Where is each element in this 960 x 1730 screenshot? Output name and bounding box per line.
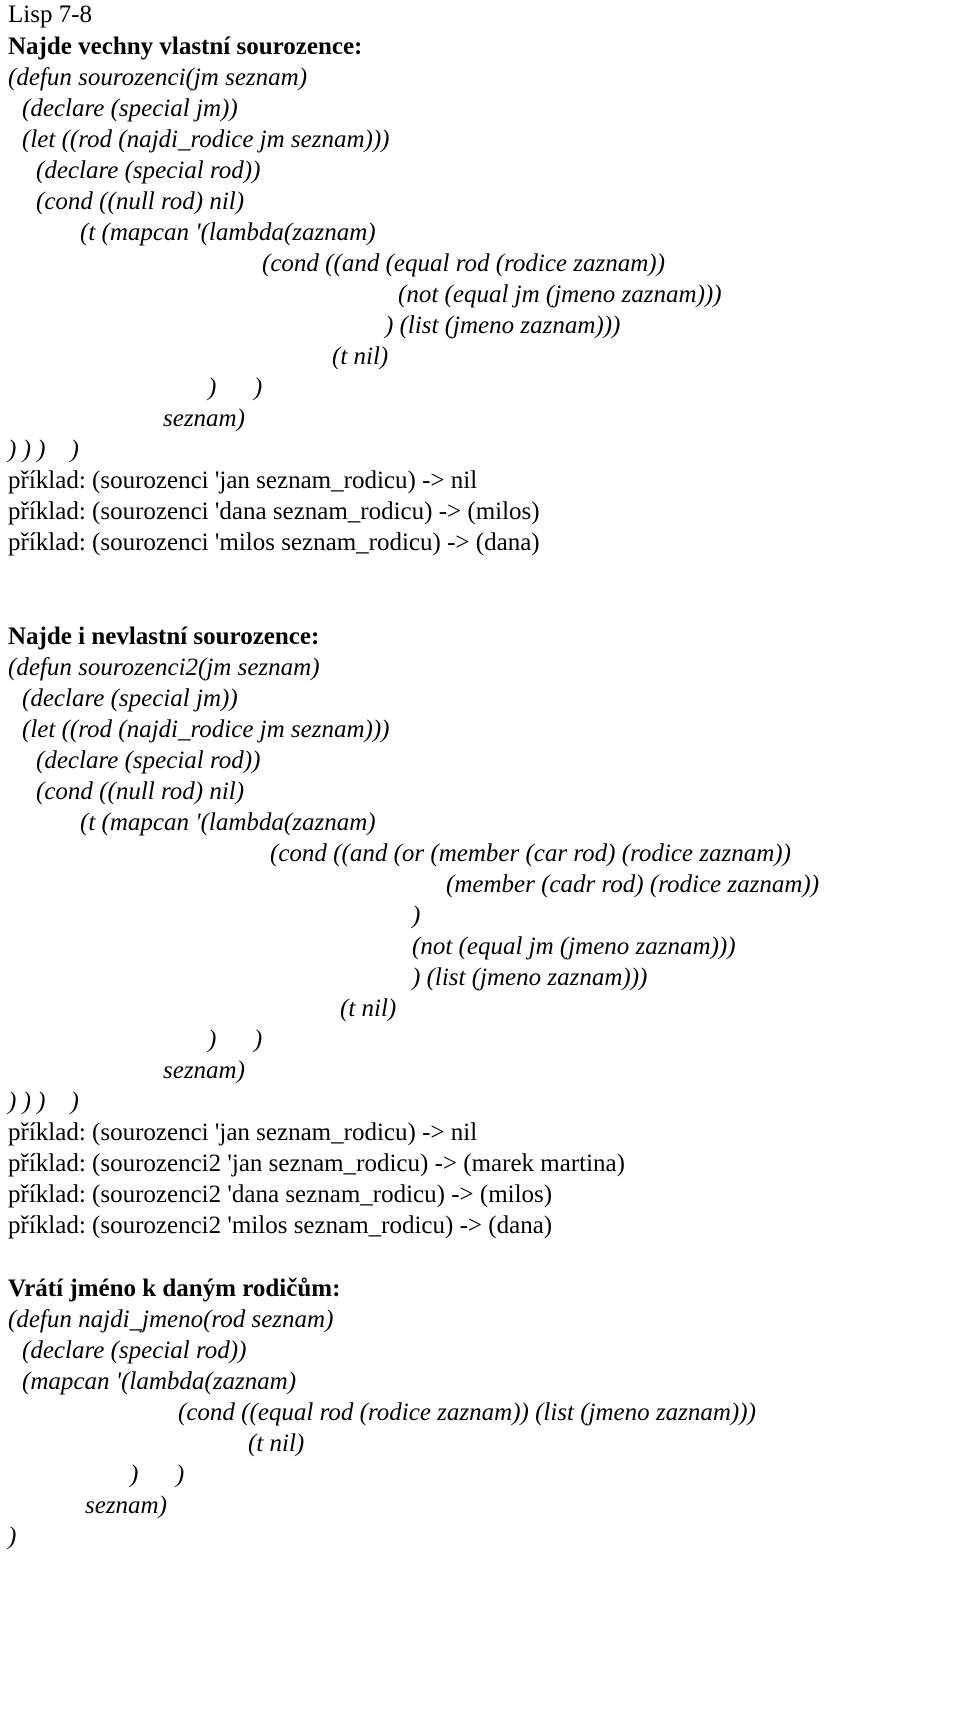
code-line: (t nil) [340, 995, 397, 1022]
code-line: seznam) [163, 405, 245, 432]
code-line: (declare (special rod)) [36, 747, 261, 774]
code-line: (cond ((null rod) nil) [36, 778, 245, 805]
code-line: ) [412, 902, 421, 929]
code-line: (declare (special rod)) [22, 1337, 247, 1364]
code-line: ) ) [130, 1461, 185, 1488]
code-line: (defun sourozenci(jm seznam) [8, 64, 308, 91]
code-line: (declare (special jm)) [22, 95, 238, 122]
example-line: příklad: (sourozenci 'milos seznam_rodic… [8, 529, 540, 556]
code-line: (declare (special jm)) [22, 685, 238, 712]
code-line: ) (list (jmeno zaznam))) [385, 312, 621, 339]
code-line: (declare (special rod)) [36, 157, 261, 184]
code-line: (cond ((and (equal rod (rodice zaznam)) [262, 250, 665, 277]
code-line: (cond ((equal rod (rodice zaznam)) (list… [178, 1399, 756, 1426]
code-line: (t (mapcan '(lambda(zaznam) [80, 219, 376, 246]
code-line: (not (equal jm (jmeno zaznam))) [412, 933, 736, 960]
code-line: seznam) [85, 1492, 167, 1519]
code-line: ) (list (jmeno zaznam))) [412, 964, 648, 991]
code-line: ) ) [208, 374, 263, 401]
example-line: příklad: (sourozenci 'jan seznam_rodicu)… [8, 1119, 478, 1146]
code-line: (not (equal jm (jmeno zaznam))) [398, 281, 722, 308]
code-line: ) ) ) ) [8, 1088, 79, 1115]
section-heading: Najde vechny vlastní sourozence: [8, 33, 363, 60]
code-line: ) ) ) ) [8, 436, 79, 463]
example-line: příklad: (sourozenci2 'jan seznam_rodicu… [8, 1150, 625, 1177]
code-line: (cond ((and (or (member (car rod) (rodic… [270, 840, 791, 867]
code-line: seznam) [163, 1057, 245, 1084]
code-line: (cond ((null rod) nil) [36, 188, 245, 215]
section-heading: Vrátí jméno k daným rodičům: [8, 1275, 341, 1302]
code-line: (t nil) [332, 343, 389, 370]
code-line: (defun najdi_jmeno(rod seznam) [8, 1306, 334, 1333]
example-line: příklad: (sourozenci 'jan seznam_rodicu)… [8, 467, 478, 494]
code-line: (t nil) [248, 1430, 305, 1457]
example-line: příklad: (sourozenci 'dana seznam_rodicu… [8, 498, 540, 525]
code-line: (mapcan '(lambda(zaznam) [22, 1368, 297, 1395]
example-line: příklad: (sourozenci2 'milos seznam_rodi… [8, 1212, 553, 1239]
code-line: (let ((rod (najdi_rodice jm seznam))) [22, 716, 390, 743]
section-heading: Najde i nevlastní sourozence: [8, 623, 320, 650]
code-line: (defun sourozenci2(jm seznam) [8, 654, 320, 681]
example-line: příklad: (sourozenci2 'dana seznam_rodic… [8, 1181, 553, 1208]
code-line: ) ) [208, 1026, 263, 1053]
code-line: (t (mapcan '(lambda(zaznam) [80, 809, 376, 836]
code-line: (let ((rod (najdi_rodice jm seznam))) [22, 126, 390, 153]
code-line: ) [8, 1523, 17, 1550]
page-title: Lisp 7-8 [8, 1, 93, 28]
code-line: (member (cadr rod) (rodice zaznam)) [446, 871, 820, 898]
